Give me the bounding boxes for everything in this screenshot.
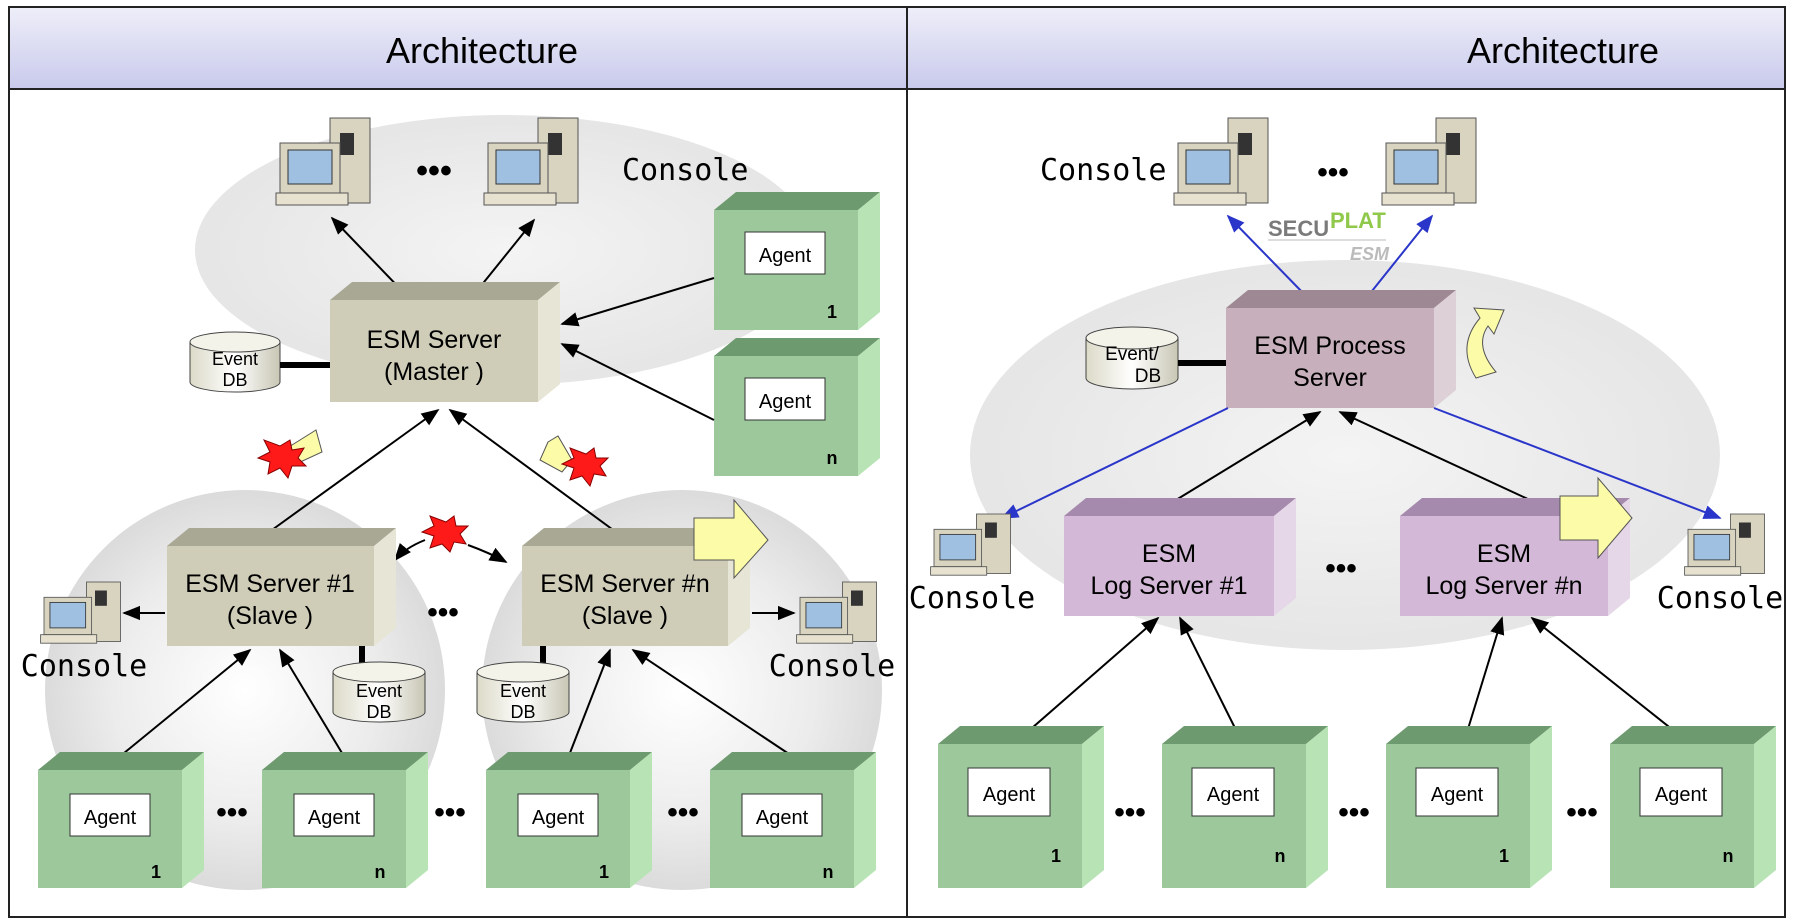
agent-box: Agent n <box>1162 726 1328 888</box>
right-title: Architecture <box>1467 30 1660 71</box>
esm-master-server: ESM Server (Master ) <box>330 282 560 402</box>
alert-burst <box>539 435 610 488</box>
svg-text:ESM: ESM <box>1477 540 1531 568</box>
right-panel: Architecture <box>906 6 1786 918</box>
svg-text:Log Server #n: Log Server #n <box>1425 572 1582 600</box>
svg-text:Agent: Agent <box>756 807 809 829</box>
ellipsis: ••• <box>416 152 452 190</box>
agent-box: Agent n <box>262 752 428 888</box>
svg-text:Event/: Event/ <box>1105 344 1160 365</box>
svg-text:1: 1 <box>1499 846 1509 866</box>
svg-text:(Slave ): (Slave ) <box>227 602 313 630</box>
svg-text:1: 1 <box>1051 846 1061 866</box>
ellipsis: ••• <box>1317 156 1349 189</box>
svg-text:Agent: Agent <box>759 245 812 267</box>
svg-text:PLAT: PLAT <box>1330 208 1386 233</box>
svg-text:Agent: Agent <box>84 807 137 829</box>
alert-burst <box>420 515 470 553</box>
svg-text:ESM Server #n: ESM Server #n <box>540 570 710 598</box>
ellipsis: ••• <box>216 796 248 829</box>
svg-text:Log Server #1: Log Server #1 <box>1090 572 1247 600</box>
pc-icon <box>930 513 1011 576</box>
event-db: Event DB <box>332 661 426 723</box>
ellipsis: ••• <box>1114 796 1146 829</box>
secuplat-logo: SECU PLAT ESM <box>1268 208 1390 264</box>
pc-icon <box>796 581 877 644</box>
left-title: Architecture <box>386 30 579 71</box>
esm-slave-server-1: ESM Server #1 (Slave ) <box>167 528 396 646</box>
right-arrow-icon <box>693 498 769 580</box>
svg-text:n: n <box>1275 846 1286 866</box>
svg-text:DB: DB <box>1135 366 1161 387</box>
left-panel: Architecture <box>8 6 908 918</box>
svg-text:Agent: Agent <box>1655 784 1708 806</box>
ellipsis: ••• <box>427 596 459 629</box>
svg-text:Event: Event <box>212 349 258 369</box>
console-label: Console <box>1657 581 1783 616</box>
console-label: Console <box>1040 153 1166 188</box>
agent-box: Agent n <box>714 338 880 476</box>
agent-box: Agent n <box>1610 726 1776 888</box>
ellipsis: ••• <box>667 796 699 829</box>
agent-box: Agent 1 <box>1386 726 1552 888</box>
svg-text:(Slave ): (Slave ) <box>582 602 668 630</box>
svg-text:DB: DB <box>366 702 391 722</box>
ellipsis: ••• <box>1325 552 1357 585</box>
svg-text:Agent: Agent <box>983 784 1036 806</box>
console-label: Console <box>622 153 748 188</box>
pc-icon <box>1684 513 1765 576</box>
svg-text:Agent: Agent <box>1207 784 1260 806</box>
alert-burst <box>256 429 323 480</box>
right-header: Architecture <box>908 8 1784 90</box>
esm-log-server-1: ESM Log Server #1 <box>1064 498 1296 616</box>
ellipsis: ••• <box>434 796 466 829</box>
svg-text:1: 1 <box>151 862 161 882</box>
svg-text:1: 1 <box>827 302 837 322</box>
svg-text:SECU: SECU <box>1268 216 1329 241</box>
pc-icon <box>1381 117 1477 206</box>
esm-process-server: ESM Process Server <box>1226 290 1456 408</box>
agent-box: Agent 1 <box>938 726 1104 888</box>
svg-text:ESM: ESM <box>1350 244 1390 264</box>
svg-text:Event: Event <box>500 681 546 701</box>
pc-icon <box>1173 117 1269 206</box>
event-db: Event DB <box>476 661 570 723</box>
agent-box: Agent 1 <box>486 752 652 888</box>
svg-text:n: n <box>823 862 834 882</box>
agent-box: Agent 1 <box>714 192 880 330</box>
right-arrow-icon <box>1559 476 1633 560</box>
svg-text:ESM Server #1: ESM Server #1 <box>185 570 355 598</box>
svg-text:Agent: Agent <box>1431 784 1484 806</box>
ellipsis: ••• <box>1338 796 1370 829</box>
svg-text:Server: Server <box>1293 364 1367 392</box>
event-db: Event DB <box>189 331 281 393</box>
pc-icon <box>275 117 371 206</box>
svg-text:DB: DB <box>510 702 535 722</box>
svg-text:(Master ): (Master ) <box>384 358 484 386</box>
ellipsis: ••• <box>1566 796 1598 829</box>
svg-text:n: n <box>375 862 386 882</box>
pc-icon <box>40 581 121 644</box>
left-header: Architecture <box>10 8 906 90</box>
svg-text:Event: Event <box>356 681 402 701</box>
svg-text:DB: DB <box>222 370 247 390</box>
pc-icon <box>483 117 579 206</box>
agent-box: Agent 1 <box>38 752 204 888</box>
console-label: Console <box>21 649 147 684</box>
console-label: Console <box>769 649 895 684</box>
svg-text:n: n <box>827 448 838 468</box>
svg-text:ESM Server: ESM Server <box>367 326 502 354</box>
svg-text:ESM Process: ESM Process <box>1254 332 1405 360</box>
svg-text:Agent: Agent <box>759 391 812 413</box>
svg-text:n: n <box>1723 846 1734 866</box>
svg-text:Agent: Agent <box>532 807 585 829</box>
refresh-icon <box>1466 307 1505 379</box>
event-db: Event/ DB <box>1085 326 1179 390</box>
svg-text:ESM: ESM <box>1142 540 1196 568</box>
svg-text:1: 1 <box>599 862 609 882</box>
svg-text:Agent: Agent <box>308 807 361 829</box>
agent-box: Agent n <box>710 752 876 888</box>
console-label: Console <box>909 581 1035 616</box>
